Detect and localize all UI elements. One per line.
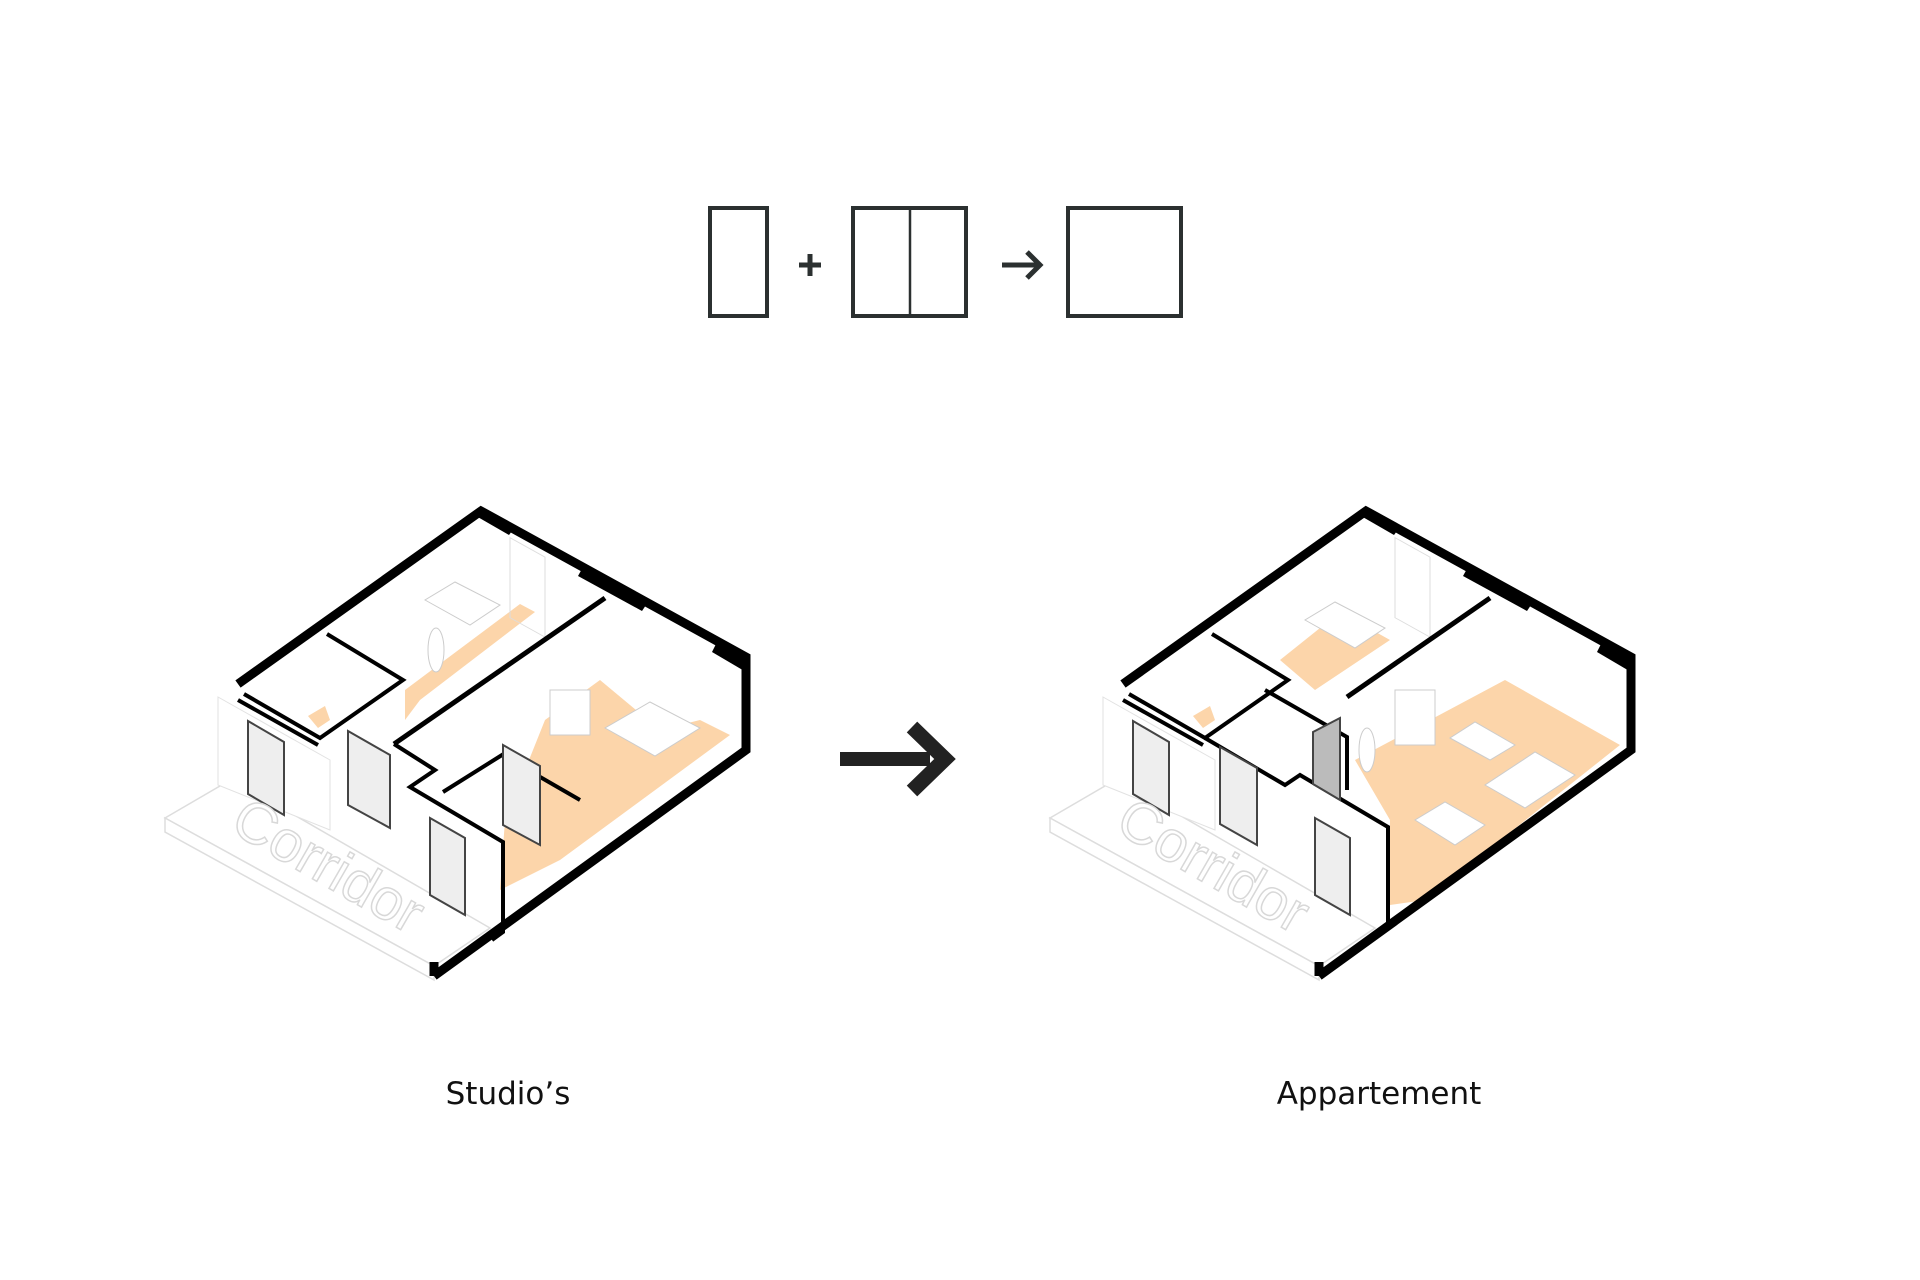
studios-axonometric: Corridor bbox=[165, 508, 746, 980]
schema-unit-merged bbox=[1066, 206, 1183, 318]
arrow-right-icon bbox=[1002, 250, 1044, 280]
schema-row bbox=[708, 206, 1183, 318]
plus-icon bbox=[799, 254, 821, 276]
schema-unit-small bbox=[708, 206, 769, 318]
appartement-axonometric: Corridor bbox=[1050, 508, 1631, 980]
floor-studio-1 bbox=[405, 604, 535, 720]
transform-arrow-icon bbox=[840, 721, 956, 797]
appartement-label: Appartement bbox=[1276, 1076, 1482, 1112]
studios-label: Studio’s bbox=[445, 1076, 571, 1112]
